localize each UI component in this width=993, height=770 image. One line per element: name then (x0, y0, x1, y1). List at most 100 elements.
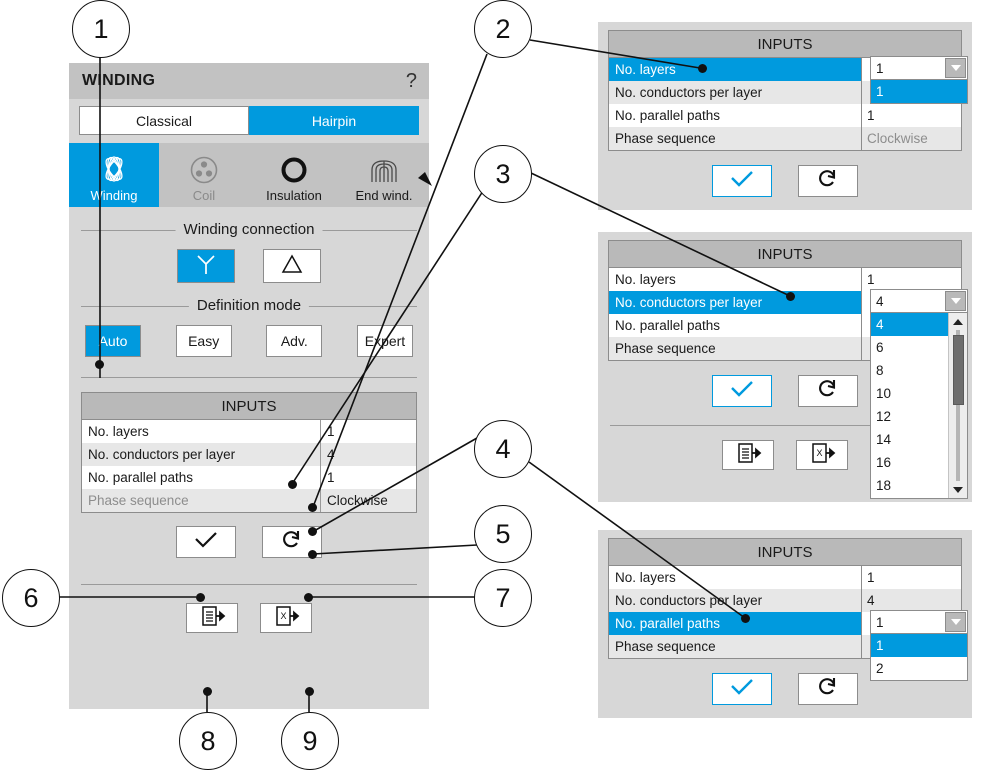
wye-connection-button[interactable] (177, 249, 235, 283)
coil-icon (189, 152, 219, 188)
inputs-panel-conductors: INPUTS No. layers 1 No. conductors per l… (598, 232, 972, 502)
row-label: No. parallel paths (615, 108, 721, 123)
chevron-down-icon[interactable] (945, 291, 966, 311)
combo-option[interactable]: 8 (876, 363, 884, 378)
tab-winding[interactable]: Winding (69, 143, 159, 207)
row-label: No. conductors per layer (615, 593, 763, 608)
segment-classical[interactable]: Classical (79, 106, 249, 135)
export-excel-icon: X (807, 442, 837, 469)
winding-connection-buttons (69, 249, 429, 283)
tab-end-wind[interactable]: End wind. (339, 143, 429, 207)
inputs-table-header: INPUTS (609, 31, 961, 58)
leader-dot (786, 292, 795, 301)
combo-option[interactable]: 1 (871, 80, 967, 103)
callout-9: 9 (281, 712, 339, 770)
winding-panel: WINDING ? Classical Hairpin Winding (69, 63, 429, 709)
section-divider (610, 425, 960, 426)
reset-button[interactable] (798, 673, 858, 705)
inputs-table-header: INPUTS (609, 539, 961, 566)
combo-no-layers: 1 1 (870, 56, 968, 104)
delta-connection-button[interactable] (263, 249, 321, 283)
tab-coil[interactable]: Coil (159, 143, 249, 207)
end-winding-icon (368, 152, 400, 188)
section-tabbar: Winding Coil Insulation (69, 143, 429, 207)
table-row[interactable]: No. conductors per layer 4 (609, 589, 961, 612)
segment-hairpin[interactable]: Hairpin (249, 106, 419, 135)
combo-value: 1 (876, 60, 884, 76)
combo-option[interactable]: 18 (876, 478, 892, 493)
row-label: No. conductors per layer (615, 295, 763, 310)
combo-field[interactable]: 1 (870, 610, 968, 634)
group-caption: Definition mode (188, 297, 310, 314)
combo-option[interactable]: 16 (876, 455, 892, 470)
apply-button[interactable] (176, 526, 236, 558)
combo-option[interactable]: 6 (876, 340, 884, 355)
reset-button[interactable] (798, 375, 858, 407)
combo-option[interactable]: 14 (876, 432, 892, 447)
leader-dot (698, 64, 707, 73)
table-row[interactable]: No. conductors per layer 4 (82, 443, 416, 466)
callout-number: 5 (495, 518, 511, 549)
help-icon[interactable]: ? (405, 70, 417, 92)
inputs-action-buttons (608, 165, 962, 197)
export-report-button[interactable] (186, 603, 238, 633)
row-label: No. parallel paths (88, 470, 194, 485)
row-label: Phase sequence (615, 341, 716, 356)
mode-easy-button[interactable]: Easy (175, 325, 232, 357)
table-row[interactable]: No. layers 1 (609, 566, 961, 589)
mode-auto-button[interactable]: Auto (85, 325, 141, 357)
combo-option[interactable]: 1 (871, 634, 967, 657)
combo-value: 4 (876, 293, 884, 309)
leader-dot (308, 503, 317, 512)
combo-option[interactable]: 12 (876, 409, 892, 424)
svg-text:X: X (816, 448, 822, 458)
scrollbar-track[interactable] (956, 330, 960, 481)
combo-option[interactable]: 10 (876, 386, 892, 401)
export-excel-button[interactable]: X (796, 440, 848, 470)
callout-number: 3 (495, 158, 511, 189)
export-document-icon (733, 442, 763, 469)
tab-insulation[interactable]: Insulation (249, 143, 339, 207)
combo-scrollbar[interactable] (948, 313, 967, 498)
leader-dot (741, 614, 750, 623)
scrollbar-thumb[interactable] (953, 335, 964, 405)
wye-icon (195, 253, 217, 280)
chevron-down-icon[interactable] (945, 612, 966, 632)
mode-adv-button[interactable]: Adv. (266, 325, 323, 357)
chevron-down-icon[interactable] (945, 58, 966, 78)
panel-title-bar: WINDING ? (69, 63, 429, 99)
table-row[interactable]: No. layers 1 (609, 268, 961, 291)
export-report-button[interactable] (722, 440, 774, 470)
combo-field[interactable]: 1 (870, 56, 968, 80)
combo-option[interactable]: 2 (876, 661, 884, 676)
apply-button[interactable] (712, 673, 772, 705)
inputs-action-buttons (608, 375, 962, 407)
scroll-up-icon[interactable] (949, 313, 967, 330)
apply-button[interactable] (712, 165, 772, 197)
check-icon (729, 169, 755, 194)
row-value: Clockwise (861, 127, 961, 150)
table-row: Phase sequence Clockwise (82, 489, 416, 512)
callout-1: 1 (72, 0, 130, 58)
apply-button[interactable] (712, 375, 772, 407)
scroll-down-icon[interactable] (949, 481, 967, 498)
row-value: 4 (861, 589, 961, 612)
export-excel-button[interactable]: X (260, 603, 312, 633)
row-value: 1 (861, 566, 961, 589)
inputs-table: INPUTS No. layers 1 No. conductors per l… (81, 392, 417, 513)
table-row[interactable]: No. parallel paths 1 (609, 104, 961, 127)
winding-icon (98, 152, 130, 188)
mode-expert-button[interactable]: Expert (356, 325, 413, 357)
table-row[interactable]: No. layers 1 (82, 420, 416, 443)
leader-dot (304, 593, 313, 602)
reset-icon (817, 168, 839, 195)
leader-dot (196, 593, 205, 602)
row-label: No. layers (615, 570, 676, 585)
table-row[interactable]: No. parallel paths 1 (82, 466, 416, 489)
combo-field[interactable]: 4 (870, 289, 968, 313)
combo-option[interactable]: 4 (871, 313, 967, 336)
reset-button[interactable] (798, 165, 858, 197)
callout-4: 4 (474, 420, 532, 478)
definition-mode-group: Definition mode (81, 297, 417, 314)
row-value: 1 (861, 268, 961, 291)
